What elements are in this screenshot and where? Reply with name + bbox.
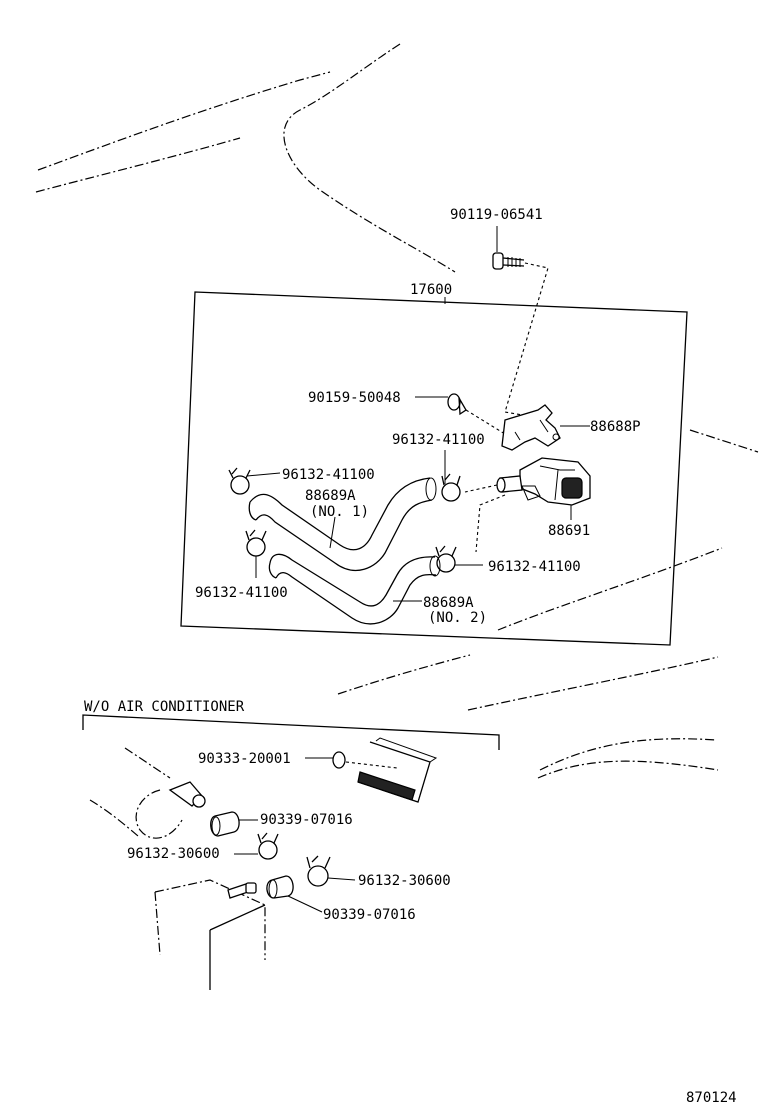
hose-clip-icon [234,832,279,860]
label-clip-c: 96132-41100 [488,559,581,575]
label-clip-lower-right: 96132-30600 [358,873,451,889]
label-cap-lower: 90339-07016 [323,907,416,923]
hose-no2-icon [268,553,441,625]
label-screw: 90159-50048 [308,390,401,406]
section-frame [82,714,500,750]
section-title: W/O AIR CONDITIONER [84,699,245,715]
label-bolt-top: 90119-06541 [450,207,543,223]
plug-ring-icon [305,751,398,769]
hose-clip-icon [228,467,281,495]
cap-upper-icon [210,811,258,837]
label-cap-upper: 90339-07016 [260,812,353,828]
label-hose-no1-part: 88689A [305,488,356,504]
label-clip-a: 96132-41100 [392,432,485,448]
bolt-icon [492,226,549,419]
label-hose-no2-part: 88689A [423,595,474,611]
label-assembly: 17600 [410,282,452,298]
part-labels: 90119-06541 17600 90159-50048 88688P 961… [84,207,737,1106]
label-clip-lower-left: 96132-30600 [127,846,220,862]
label-plug-ring: 90333-20001 [198,751,291,767]
figure-number: 870124 [686,1090,737,1106]
label-clip-b: 96132-41100 [282,467,375,483]
connector-block-icon [357,737,438,803]
label-clip-d: 96132-41100 [195,585,288,601]
hose-clip-icon [435,545,483,573]
body-outline-phantom-lines [35,43,759,779]
label-hose-no1-sub: (NO. 1) [310,504,369,520]
label-hose-no2-sub: (NO. 2) [428,610,487,626]
screw-icon [415,393,506,435]
engine-housing-phantom [89,747,206,839]
cap-lower-icon [266,875,323,913]
hose-clip-icon [245,529,267,578]
hose-clip-icon [306,855,356,887]
hose-clip-icon [441,450,461,502]
label-vsv: 88691 [548,523,590,539]
assembly-17600-box [180,291,688,646]
hose-no1-icon [248,477,437,572]
box-component-phantom [154,879,266,990]
bracket-icon [501,404,590,451]
label-bracket: 88688P [590,419,641,435]
vsv-valve-icon [464,457,591,553]
